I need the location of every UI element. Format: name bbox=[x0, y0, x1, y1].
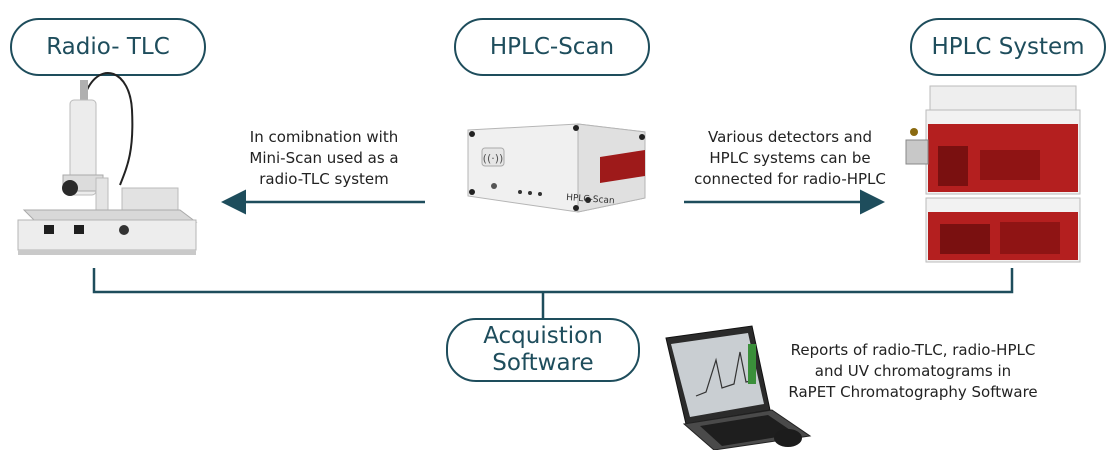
caption-line: RaPET Chromatography Software bbox=[788, 383, 1038, 401]
radio-tlc-node: Radio- TLC bbox=[10, 18, 206, 76]
software-label-line2: Software bbox=[492, 350, 594, 376]
hplc-scan-node: HPLC-Scan bbox=[454, 18, 650, 76]
caption-line: In comibnation with bbox=[249, 128, 399, 146]
bottom-bus-line bbox=[92, 268, 1014, 294]
software-caption: Reports of radio-TLC, radio-HPLC and UV … bbox=[782, 340, 1044, 403]
hplc-system-node: HPLC System bbox=[910, 18, 1106, 76]
caption-line: Mini-Scan used as a bbox=[249, 149, 399, 167]
software-label-line1: Acquistion bbox=[483, 323, 603, 349]
hplc-system-caption: Various detectors and HPLC systems can b… bbox=[686, 127, 894, 190]
hplc-scan-label: HPLC-Scan bbox=[489, 34, 615, 60]
caption-line: HPLC systems can be bbox=[709, 149, 871, 167]
caption-line: connected for radio-HPLC bbox=[694, 170, 886, 188]
caption-line: and UV chromatograms in bbox=[814, 362, 1012, 380]
hplc-system-label: HPLC System bbox=[931, 34, 1085, 60]
acquisition-software-node: Acquistion Software bbox=[446, 318, 640, 382]
caption-line: radio-TLC system bbox=[259, 170, 389, 188]
radio-tlc-label: Radio- TLC bbox=[46, 34, 170, 60]
caption-line: Reports of radio-TLC, radio-HPLC bbox=[790, 341, 1036, 359]
radio-tlc-caption: In comibnation with Mini-Scan used as a … bbox=[228, 127, 420, 190]
caption-line: Various detectors and bbox=[707, 128, 873, 146]
